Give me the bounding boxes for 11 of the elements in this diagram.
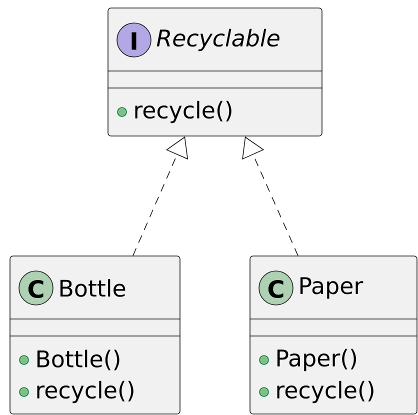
- class-name: Paper: [300, 277, 364, 299]
- class-name: Bottle: [60, 279, 126, 297]
- class-box: [250, 256, 418, 414]
- method-name: recycle(): [135, 100, 232, 124]
- class-name: Recyclable: [156, 28, 280, 52]
- class-box: [10, 256, 180, 414]
- class-box: [108, 8, 322, 136]
- method-name: Paper(): [277, 348, 356, 372]
- method-name: recycle(): [37, 380, 134, 404]
- method-name: recycle(): [277, 380, 374, 404]
- method-name: Bottle(): [37, 350, 120, 370]
